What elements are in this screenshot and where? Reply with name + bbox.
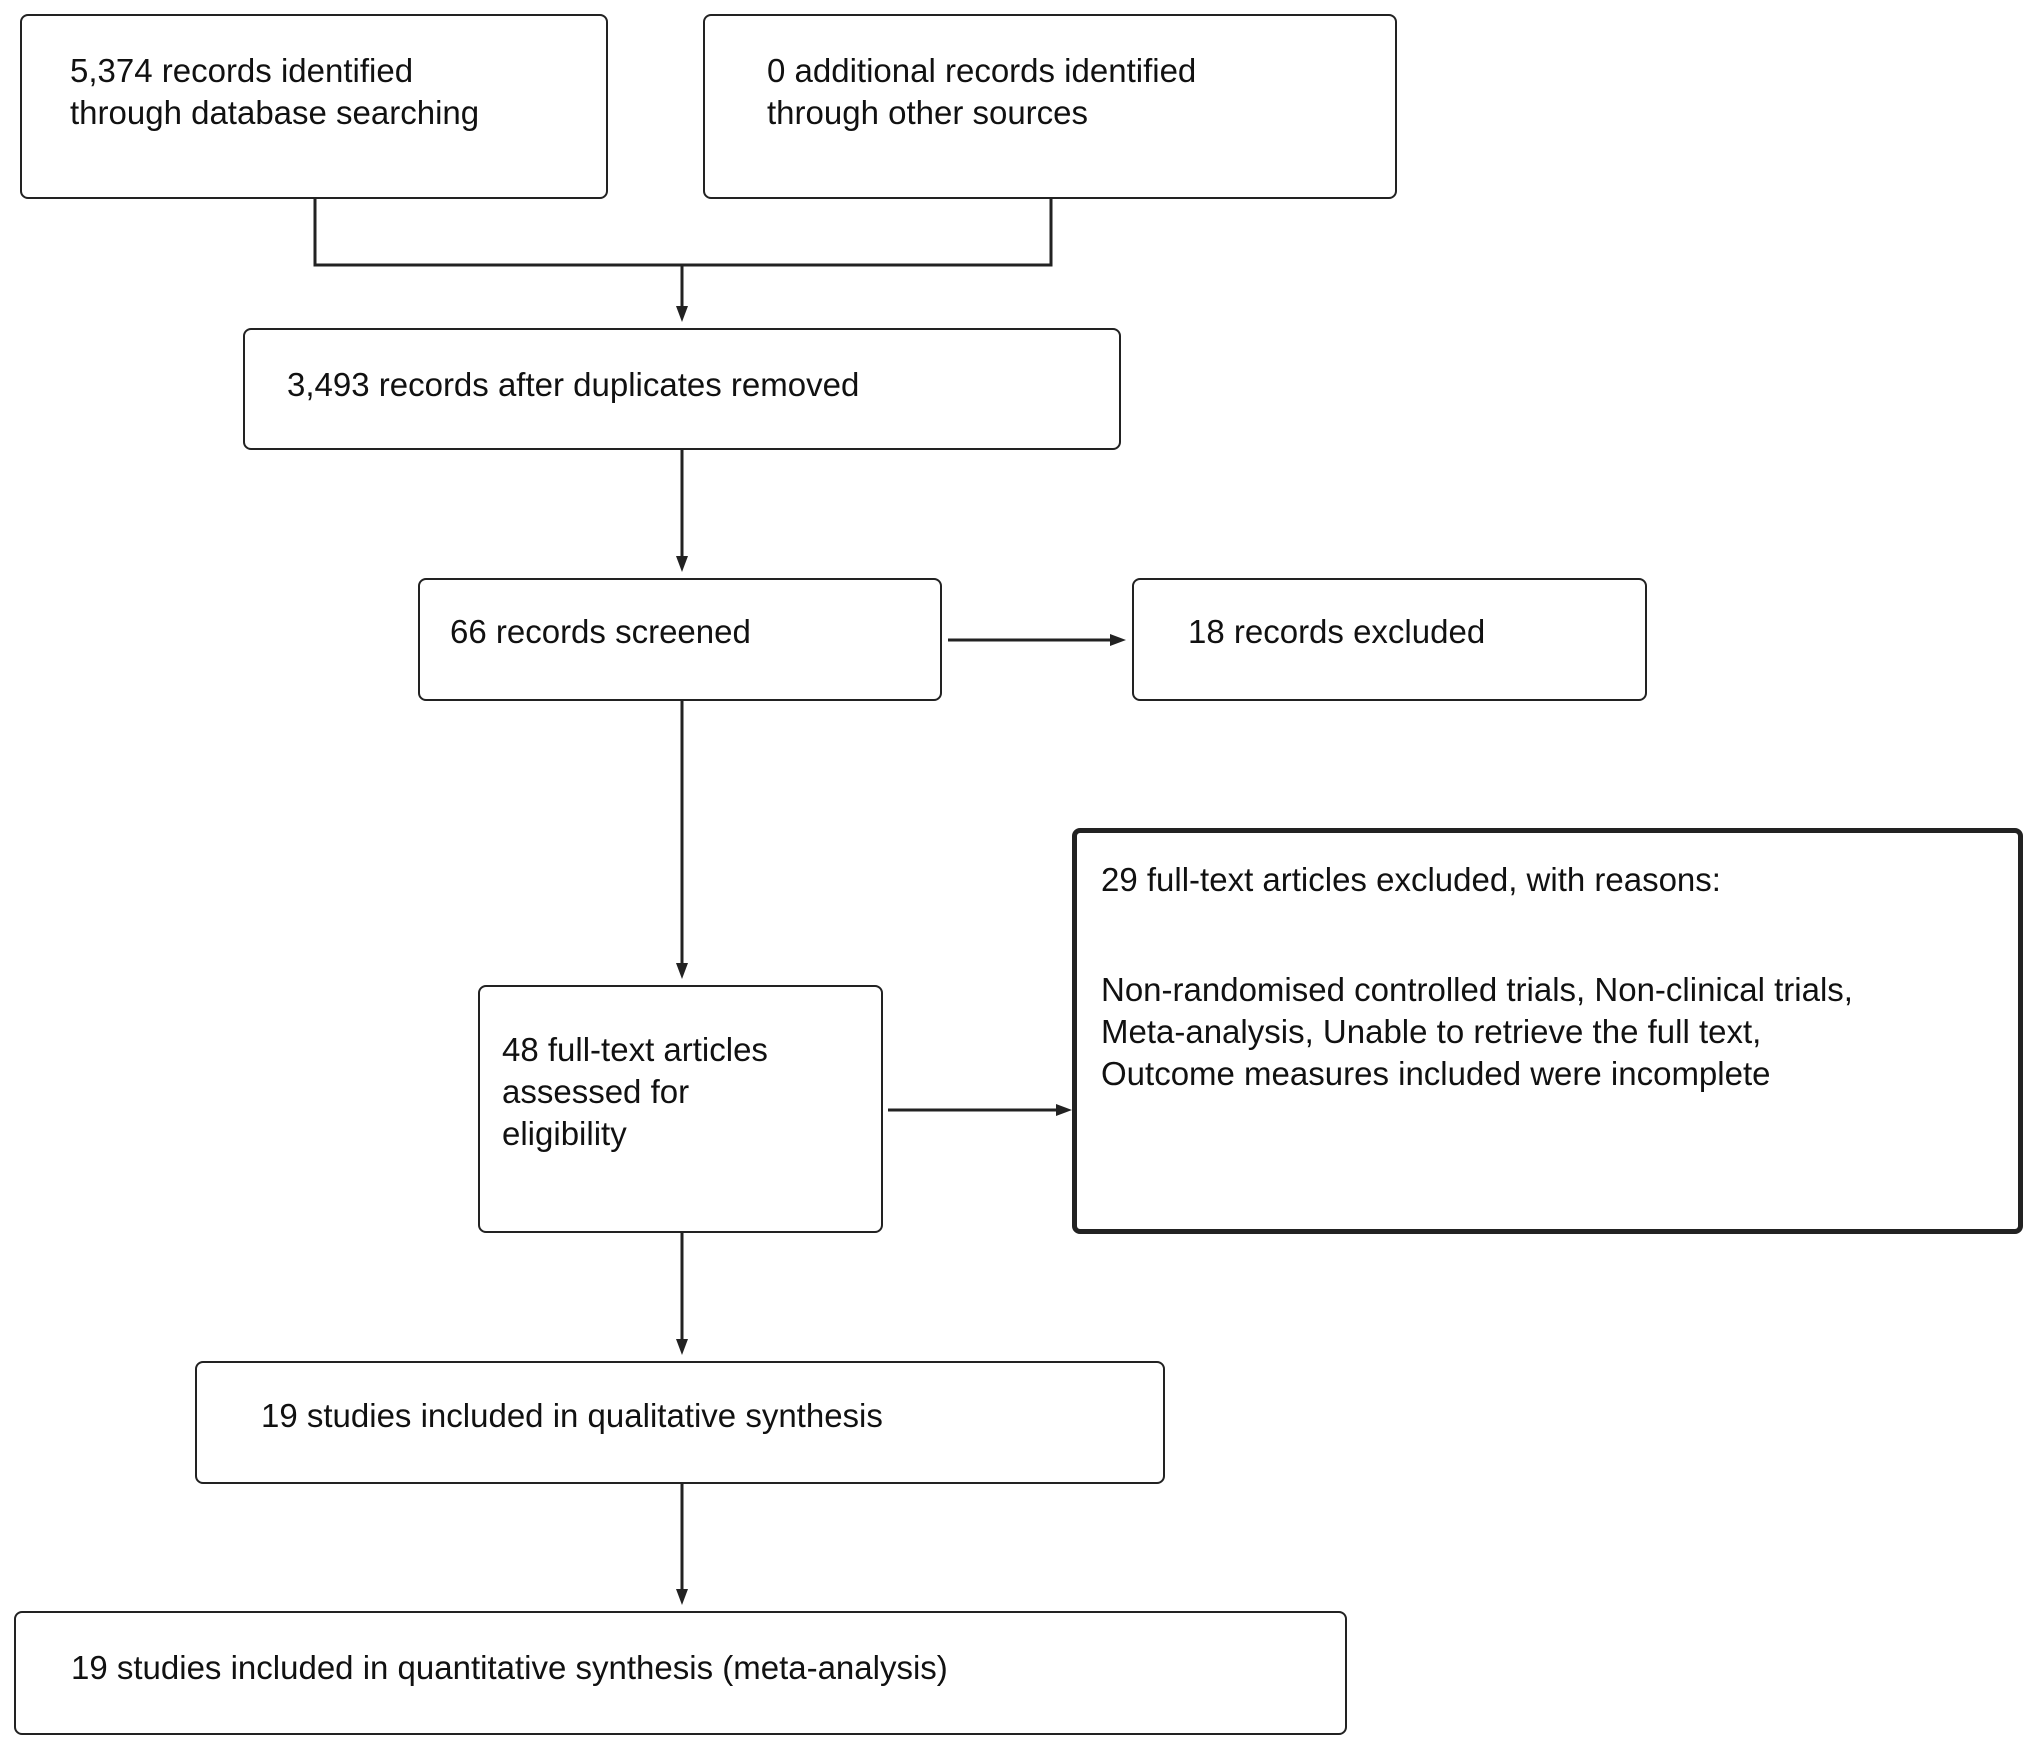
arrowhead-to-excluded [1110, 634, 1126, 646]
records-excluded-box: 18 records excluded [1132, 578, 1647, 701]
identified-database-box: 5,374 records identified through databas… [20, 14, 608, 199]
fulltext-excluded-reasons: Non-randomised controlled trials, Non-cl… [1101, 971, 1853, 1092]
arrowhead-to-duplicates [676, 306, 688, 322]
qualitative-synthesis-text: 19 studies included in qualitative synth… [261, 1397, 883, 1434]
arrowhead-to-quantitative [676, 1589, 688, 1605]
qualitative-synthesis-box: 19 studies included in qualitative synth… [195, 1361, 1165, 1484]
quantitative-synthesis-text: 19 studies included in quantitative synt… [71, 1649, 948, 1686]
arrowhead-to-qualitative [676, 1339, 688, 1355]
fulltext-assessed-box: 48 full-text articles assessed for eligi… [478, 985, 883, 1233]
fulltext-excluded-box: 29 full-text articles excluded, with rea… [1072, 828, 2023, 1234]
identified-other-sources-text: 0 additional records identified through … [767, 52, 1197, 131]
merge-connector-line [313, 199, 1053, 267]
screened-box: 66 records screened [418, 578, 942, 701]
fulltext-assessed-text: 48 full-text articles assessed for eligi… [502, 1031, 768, 1152]
identified-database-text: 5,374 records identified through databas… [70, 52, 480, 131]
after-duplicates-box: 3,493 records after duplicates removed [243, 328, 1121, 450]
fulltext-excluded-heading: 29 full-text articles excluded, with rea… [1101, 861, 1721, 898]
arrowhead-to-excluded-reasons [1056, 1104, 1072, 1116]
identified-other-sources-box: 0 additional records identified through … [703, 14, 1397, 199]
quantitative-synthesis-box: 19 studies included in quantitative synt… [14, 1611, 1347, 1735]
arrowhead-to-fulltext [676, 963, 688, 979]
screened-text: 66 records screened [450, 613, 751, 650]
records-excluded-text: 18 records excluded [1188, 613, 1486, 650]
arrowhead-to-screened [676, 556, 688, 572]
after-duplicates-text: 3,493 records after duplicates removed [287, 366, 860, 403]
